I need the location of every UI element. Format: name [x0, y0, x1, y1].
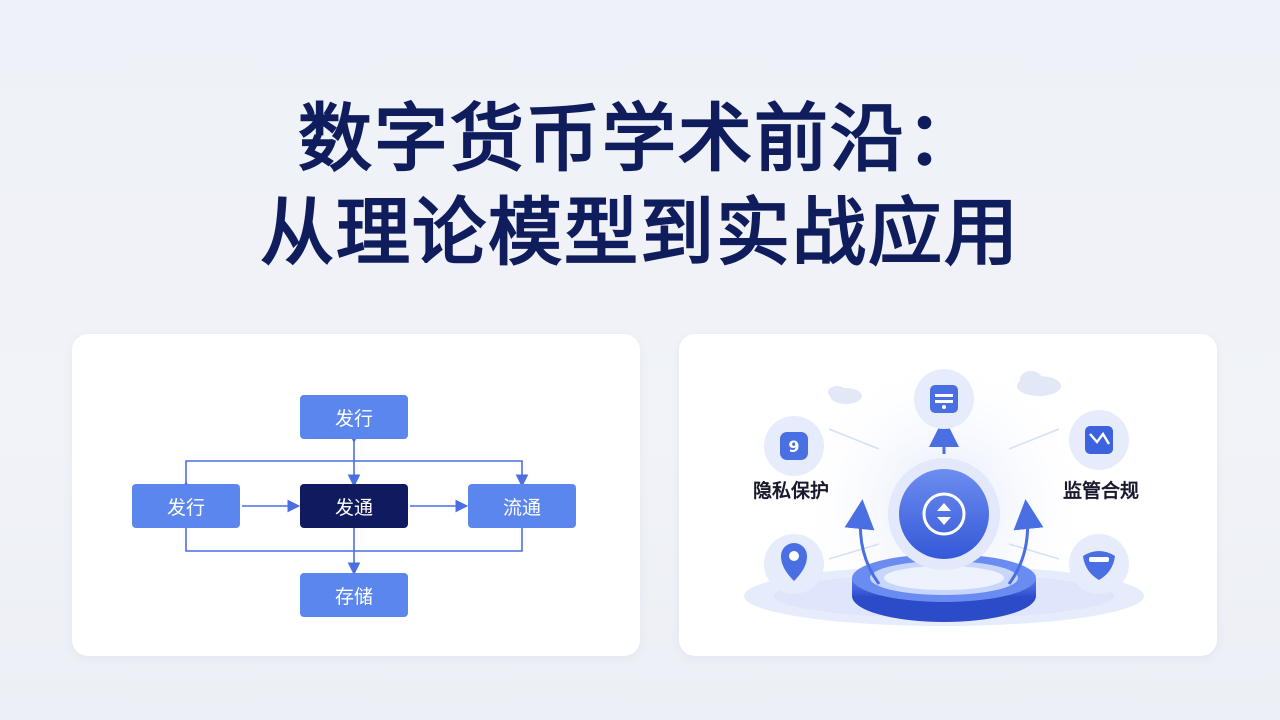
illustration-card: 9 隐私保护 监管合规	[679, 334, 1217, 656]
label-privacy: 隐私保护	[753, 480, 830, 502]
node-right-circulation: 流通	[468, 484, 576, 528]
shield-icon: 9	[780, 432, 808, 460]
node-center: 发通	[300, 484, 408, 528]
flow-connectors	[179, 430, 529, 576]
title-line-2: 从理论模型到实战应用	[260, 190, 1020, 276]
orb	[899, 469, 989, 559]
cloud-left	[828, 386, 862, 404]
title-line-1: 数字货币学术前沿：	[298, 96, 982, 182]
exchange-arrows-icon	[937, 503, 951, 525]
arrow-curve-left	[844, 499, 881, 585]
node-bottom-storage: 存储	[300, 573, 408, 617]
badge-icon	[1083, 551, 1115, 580]
location-pin-icon	[781, 543, 807, 581]
svg-text:9: 9	[788, 437, 799, 456]
arrow-curve-right	[1007, 499, 1044, 585]
cloud-right	[1017, 371, 1061, 396]
label-compliance: 监管合规	[1063, 480, 1140, 502]
ticket-icon	[930, 385, 958, 413]
flow-diagram-card: 发行 发行 发通 流通 存储	[72, 334, 640, 656]
illustration-svg: 9	[744, 354, 1144, 654]
node-left-issue: 发行	[132, 484, 240, 528]
page-title: 数字货币学术前沿： 从理论模型到实战应用	[0, 92, 1280, 280]
book-chart-icon	[1085, 426, 1113, 454]
node-top-issue: 发行	[300, 395, 408, 439]
